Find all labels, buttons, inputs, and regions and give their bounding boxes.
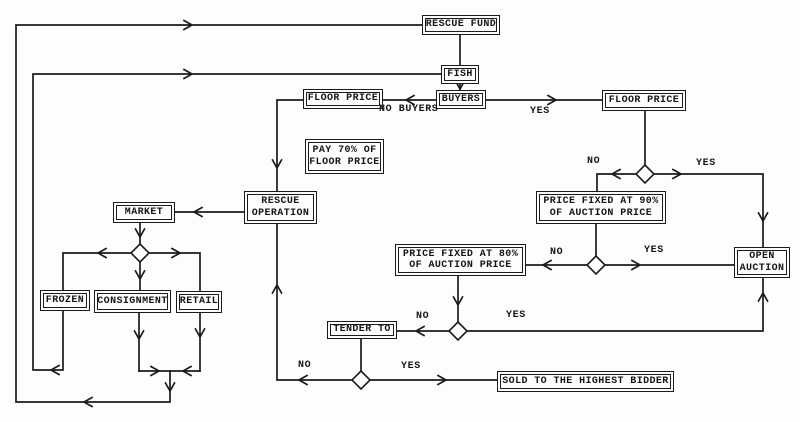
edge-label-floorprice-no: NO	[587, 156, 601, 167]
node-retail-label: RETAIL	[179, 296, 219, 308]
arrowhead	[297, 374, 309, 386]
node-market-label: MARKET	[124, 206, 164, 218]
node-consignment: CONSIGNMENT	[94, 290, 171, 313]
edge-label-tender-yes: YES	[401, 361, 421, 372]
node-price-fixed-90: PRICE FIXED AT 90% OF AUCTION PRICE	[536, 191, 666, 224]
arrowhead	[757, 211, 769, 223]
node-rescue-fund: RESCUE FUND	[422, 15, 500, 35]
edge-label-no-buyers: NO BUYERS	[379, 104, 439, 115]
price80-line2: OF AUCTION PRICE	[409, 260, 512, 271]
node-open-auction: OPEN AUCTION	[734, 247, 790, 278]
arrowhead	[182, 19, 194, 31]
price90-line1: PRICE FIXED AT 90%	[543, 196, 659, 207]
node-buyers-label: BUYERS	[441, 93, 481, 105]
arrowhead	[541, 259, 553, 271]
edge-diamond4-no-to-rescueop	[276, 223, 353, 381]
node-consignment-label: CONSIGNMENT	[97, 295, 168, 307]
arrowhead	[181, 365, 193, 377]
arrowhead	[414, 325, 426, 337]
node-frozen: FROZEN	[40, 290, 90, 311]
node-sold-highest-bidder-label: SOLD TO THE HIGHEST BIDDER	[502, 375, 669, 387]
diamond-price80-decision	[447, 320, 469, 342]
arrowhead	[96, 247, 108, 259]
edge-floorprice-to-rescueop	[276, 99, 304, 192]
open-auction-line1: OPEN	[749, 251, 775, 262]
arrowhead	[134, 269, 146, 281]
arrowhead	[170, 247, 182, 259]
arrowhead	[757, 291, 769, 303]
edge-diamond-to-frozen	[62, 252, 132, 291]
arrowhead	[164, 381, 176, 393]
node-pay-70-of-floor-price: PAY 70% OF FLOOR PRICE	[305, 139, 384, 174]
arrowhead	[610, 168, 622, 180]
arrowhead	[194, 327, 206, 339]
node-tender-to-label: TENDER TO	[333, 324, 391, 336]
node-rescue-fund-label: RESCUE FUND	[425, 19, 497, 31]
edge-label-floorprice-yes: YES	[696, 158, 716, 169]
open-auction-line2: AUCTION	[739, 262, 785, 274]
pay70-line1: PAY 70% OF	[312, 145, 377, 156]
arrowhead	[82, 396, 94, 408]
arrowheads	[49, 19, 769, 408]
node-fish-label: FISH	[447, 68, 473, 80]
price90-line2: OF AUCTION PRICE	[549, 207, 653, 219]
edge-frozen-loop-to-fish	[32, 73, 442, 371]
pay70-line2: FLOOR PRICE	[309, 156, 380, 168]
flow-lines	[15, 24, 764, 403]
node-fish: FISH	[441, 65, 479, 84]
arrowhead	[149, 365, 161, 377]
edge-label-tender-no: NO	[298, 360, 312, 371]
arrowhead	[134, 227, 146, 239]
node-tender-to: TENDER TO	[327, 321, 397, 339]
arrowhead	[404, 94, 416, 106]
arrowhead	[436, 374, 448, 386]
node-floor-price-right-label: FLOOR PRICE	[608, 94, 680, 106]
node-floor-price-left-label: FLOOR PRICE	[307, 93, 379, 105]
arrowhead	[546, 94, 558, 106]
edge-label-price80-yes: YES	[506, 310, 526, 321]
arrowhead	[49, 364, 61, 376]
node-rescue-operation: RESCUE OPERATION	[244, 191, 317, 224]
arrowhead	[271, 158, 283, 170]
node-sold-highest-bidder: SOLD TO THE HIGHEST BIDDER	[497, 371, 674, 392]
diamond-floor-price-decision	[634, 163, 656, 185]
node-retail: RETAIL	[176, 291, 222, 313]
node-market: MARKET	[113, 202, 175, 223]
decision-diamonds	[129, 163, 656, 391]
edge-diamond-to-retail	[148, 252, 201, 292]
arrowhead	[671, 168, 683, 180]
arrowhead	[192, 206, 204, 218]
node-floor-price-left: FLOOR PRICE	[303, 89, 383, 109]
arrowhead	[271, 283, 283, 295]
node-buyers: BUYERS	[436, 90, 486, 109]
rescue-operation-line2: OPERATION	[251, 207, 310, 219]
edge-label-buyers-yes: YES	[530, 106, 550, 117]
edge-diamond1-no-to-price90	[596, 173, 637, 192]
arrowhead	[452, 295, 464, 307]
rescue-operation-line1: RESCUE	[261, 196, 300, 207]
edge-diamond3-yes-to-openauction	[466, 277, 764, 332]
edge-label-price90-yes: YES	[644, 245, 664, 256]
edge-diamond1-yes-to-openauction	[653, 173, 764, 248]
diamond-market-split	[129, 242, 151, 264]
diamond-price90-decision	[585, 254, 607, 276]
node-frozen-label: FROZEN	[45, 294, 85, 306]
node-floor-price-right: FLOOR PRICE	[602, 90, 686, 111]
price80-line1: PRICE FIXED AT 80%	[402, 248, 519, 260]
edge-label-price90-no: NO	[550, 247, 564, 258]
arrowhead	[133, 329, 145, 341]
arrowhead	[182, 68, 194, 80]
node-price-fixed-80: PRICE FIXED AT 80% OF AUCTION PRICE	[395, 244, 526, 276]
arrowhead	[630, 259, 642, 271]
diamond-tender-decision	[350, 369, 372, 391]
edge-label-price80-no: NO	[416, 311, 430, 322]
